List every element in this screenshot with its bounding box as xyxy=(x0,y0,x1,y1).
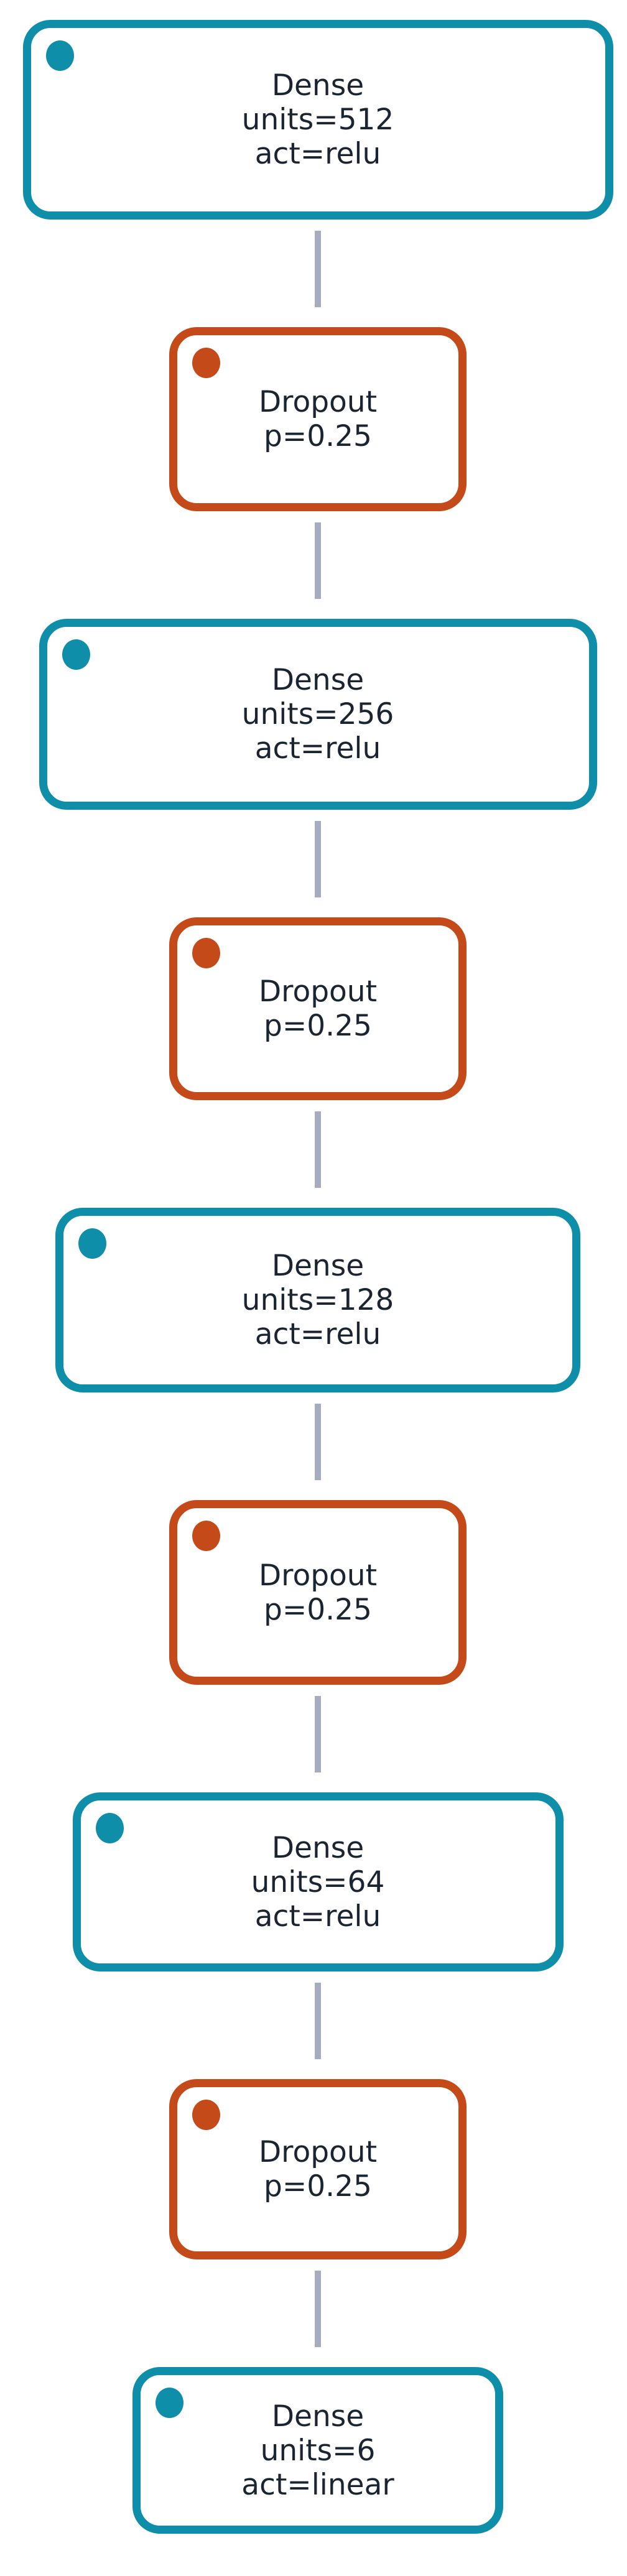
layer-label: Dense units=64 act=relu xyxy=(251,1831,385,1934)
layer-node-dense-6-output: Dense units=6 act=linear xyxy=(132,2367,503,2534)
layer-label: Dense units=256 act=relu xyxy=(242,663,394,766)
layer-param-activation: act=relu xyxy=(254,137,381,171)
layer-param-activation: act=linear xyxy=(241,2467,394,2502)
layer-title: Dense xyxy=(271,1249,365,1283)
layer-label: Dense units=128 act=relu xyxy=(242,1249,394,1351)
dropout-layer-dot-icon xyxy=(192,1521,220,1551)
layer-title: Dense xyxy=(271,1830,365,1865)
dense-layer-dot-icon xyxy=(62,639,90,670)
dense-layer-dot-icon xyxy=(95,1813,124,1843)
layer-title: Dropout xyxy=(258,1558,378,1593)
layer-label: Dense units=6 act=linear xyxy=(241,2399,394,2502)
layer-param-rate: p=0.25 xyxy=(264,1009,372,1043)
layer-label: Dropout p=0.25 xyxy=(259,2135,377,2203)
layer-node-dropout-2: Dropout p=0.25 xyxy=(169,917,467,1100)
layer-title: Dropout xyxy=(258,2135,378,2169)
layer-title: Dense xyxy=(271,663,365,697)
layer-label: Dropout p=0.25 xyxy=(259,385,377,453)
layer-param-rate: p=0.25 xyxy=(264,2169,372,2203)
layer-param-units: units=64 xyxy=(251,1865,385,1899)
layer-node-dropout-1: Dropout p=0.25 xyxy=(169,327,467,511)
connector-line xyxy=(315,1696,321,1772)
connector-line xyxy=(315,821,321,897)
layer-node-dropout-4: Dropout p=0.25 xyxy=(169,2079,467,2259)
layer-node-dense-128: Dense units=128 act=relu xyxy=(55,1208,580,1392)
connector-line xyxy=(315,522,321,599)
layer-node-dropout-3: Dropout p=0.25 xyxy=(169,1500,467,1685)
layer-title: Dropout xyxy=(258,975,378,1009)
connector-line xyxy=(315,1111,321,1188)
layer-node-dense-256: Dense units=256 act=relu xyxy=(39,619,597,810)
connector-line xyxy=(315,1983,321,2059)
layer-label: Dropout p=0.25 xyxy=(259,1559,377,1627)
layer-title: Dense xyxy=(271,2399,365,2434)
layer-param-activation: act=relu xyxy=(254,1317,381,1351)
dense-layer-dot-icon xyxy=(78,1228,106,1259)
layer-title: Dense xyxy=(271,68,365,103)
dense-layer-dot-icon xyxy=(156,2388,183,2418)
layer-param-units: units=128 xyxy=(241,1283,394,1317)
layer-param-rate: p=0.25 xyxy=(264,1592,372,1627)
dropout-layer-dot-icon xyxy=(192,2100,220,2130)
layer-param-rate: p=0.25 xyxy=(264,419,372,453)
dense-layer-dot-icon xyxy=(45,40,74,71)
layer-label: Dense units=512 act=relu xyxy=(242,68,394,171)
layer-node-dense-64: Dense units=64 act=relu xyxy=(72,1792,564,1971)
dropout-layer-dot-icon xyxy=(192,348,220,378)
layer-title: Dropout xyxy=(258,385,378,419)
connector-line xyxy=(315,231,321,307)
layer-node-dense-512: Dense units=512 act=relu xyxy=(22,20,613,220)
connector-line xyxy=(315,1404,321,1480)
layer-param-units: units=6 xyxy=(260,2433,376,2468)
layer-param-units: units=512 xyxy=(241,103,394,137)
dropout-layer-dot-icon xyxy=(192,938,220,968)
layer-param-units: units=256 xyxy=(241,697,394,731)
layer-param-activation: act=relu xyxy=(254,1899,381,1934)
layer-param-activation: act=relu xyxy=(254,731,381,766)
connector-line xyxy=(315,2271,321,2347)
layer-label: Dropout p=0.25 xyxy=(259,975,377,1043)
